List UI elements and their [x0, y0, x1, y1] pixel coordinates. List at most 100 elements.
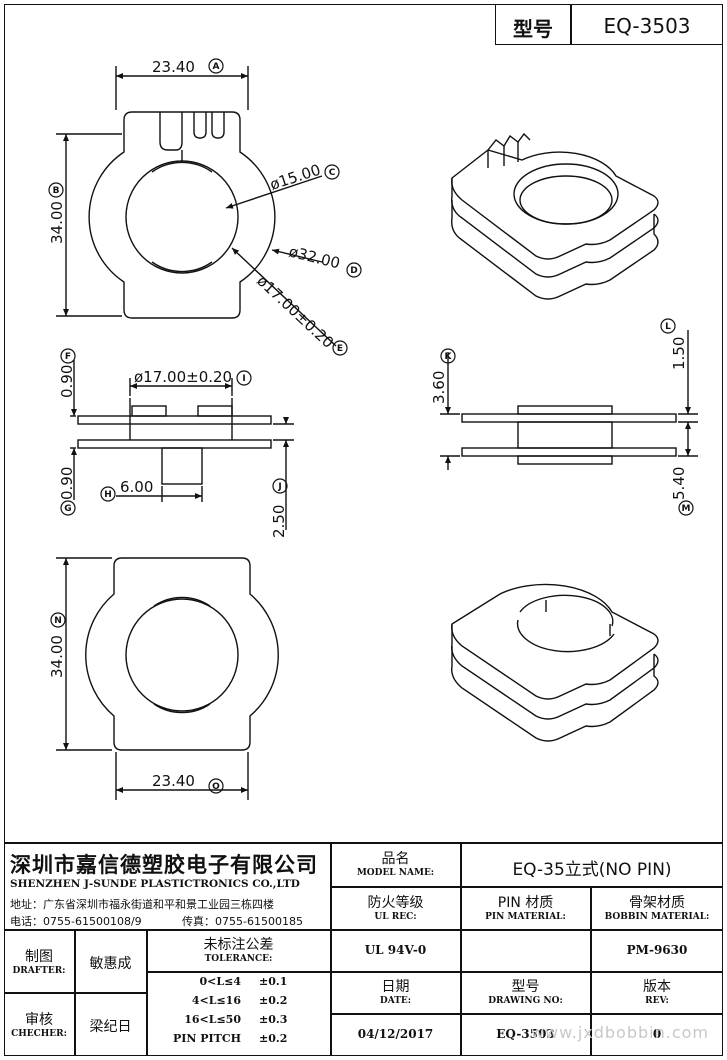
drafter-label-cell: 制图 DRAFTER:	[4, 930, 74, 992]
drafter-value-cell: 敏惠成	[75, 930, 146, 992]
tolerance-value: ±0.1	[259, 975, 288, 988]
hline-tolerance	[146, 971, 330, 973]
hline-1013	[330, 1013, 723, 1015]
marker-i: I	[242, 374, 245, 384]
pin-header: PIN 材质 PIN MATERIAL:	[461, 887, 590, 929]
dim-e-text: ø17.00±0.20	[253, 272, 337, 352]
model-name-en: MODEL NAME:	[356, 868, 435, 878]
date-en: DATE:	[379, 996, 412, 1006]
bobbin-value: PM-9630	[626, 943, 688, 957]
vline-146	[146, 929, 148, 1056]
tolerance-row: 4<L≤16 ±0.2	[147, 994, 330, 1012]
watermark-text: www.jxdbobbin.com	[530, 1023, 709, 1042]
drafter-cn: 制图	[25, 949, 53, 965]
header-model-value: EQ-3503	[603, 14, 691, 38]
model-name-value: EQ-35立式(NO PIN)	[512, 860, 672, 880]
model-name-header: 品名 MODEL NAME:	[331, 843, 460, 886]
pin-en: PIN MATERIAL:	[485, 912, 566, 922]
ul-en: UL REC:	[374, 912, 417, 922]
marker-o: O	[212, 782, 220, 792]
company-address: 地址：广东省深圳市福永街道和平和景工业园三栋四楼	[10, 898, 274, 911]
bobbin-en: BOBBIN MATERIAL:	[604, 912, 710, 922]
ul-value-cell: UL 94V-0	[331, 930, 460, 971]
hline-drafter-checker	[4, 992, 146, 994]
tolerance-cn: 未标注公差	[203, 937, 274, 953]
drafter-en: DRAFTER:	[12, 966, 66, 976]
drawing-header: 型号 DRAWING NO:	[461, 972, 590, 1013]
model-name-cn: 品名	[381, 851, 410, 867]
isometric-view-bottom	[451, 583, 659, 742]
drawing-cn: 型号	[511, 979, 540, 995]
dim-g-text: 0.90	[58, 467, 76, 500]
side-view-right	[461, 405, 677, 465]
dim-i-text: ø17.00±0.20	[134, 368, 232, 386]
dim-h-text: 6.00	[120, 478, 153, 496]
header-model-label: 型号	[513, 17, 553, 41]
tolerance-value: ±0.3	[259, 1013, 288, 1026]
marker-c: C	[329, 168, 336, 178]
rev-value: 0	[652, 1027, 662, 1041]
hline-971	[330, 971, 723, 973]
title-block-top-line	[4, 842, 723, 844]
page-frame	[4, 4, 723, 1056]
bobbin-cn: 骨架材质	[629, 895, 685, 911]
checker-value-cell: 梁纪日	[75, 993, 146, 1056]
tolerance-table: 0<L≤4 ±0.1 4<L≤16 ±0.2 16<L≤50 ±0.3 PIN …	[147, 973, 330, 1055]
checker-cn: 审核	[25, 1012, 53, 1028]
pin-value-cell	[461, 930, 590, 971]
isometric-view-top	[451, 132, 659, 300]
rev-header: 版本 REV:	[591, 972, 723, 1013]
date-value: 04/12/2017	[357, 1027, 434, 1041]
dim-b-text: 34.00	[48, 201, 66, 244]
rev-value-cell: 0	[591, 1014, 723, 1056]
marker-b: B	[53, 186, 60, 196]
company-phone: 电话：0755-61500108/9	[10, 915, 142, 928]
rev-en: REV:	[645, 996, 669, 1006]
marker-a: A	[213, 62, 220, 72]
drawing-value-cell: EQ-3503	[461, 1014, 590, 1056]
dim-f-text: 0.90	[58, 365, 76, 398]
tolerance-range: 0<L≤4	[199, 975, 241, 988]
tolerance-en: TOLERANCE:	[204, 954, 273, 964]
company-name-cn: 深圳市嘉信德塑胶电子有限公司	[10, 853, 318, 877]
marker-j: J	[277, 482, 281, 492]
tolerance-header: 未标注公差 TOLERANCE:	[147, 930, 330, 971]
hline-929	[4, 929, 723, 931]
marker-m: M	[682, 504, 691, 514]
technical-drawing: 23.40 34.00 ø15.00 ø32.00 ø17.00±0.20 0.…	[48, 58, 698, 800]
dim-d-text: ø32.00	[287, 242, 342, 272]
hline-886	[330, 886, 723, 888]
dim-n-text: 34.00	[48, 635, 66, 678]
dim-k-text: 3.60	[430, 371, 448, 404]
dim-a-text: 23.40	[152, 58, 195, 76]
marker-n: N	[54, 616, 62, 626]
tolerance-value: ±0.2	[259, 1032, 288, 1045]
side-view	[77, 398, 272, 485]
marker-l: L	[665, 322, 671, 332]
checker-value: 梁纪日	[89, 1019, 132, 1035]
checker-en: CHECHER:	[11, 1029, 67, 1039]
checker-label-cell: 审核 CHECHER:	[4, 993, 74, 1056]
bobbin-header: 骨架材质 BOBBIN MATERIAL:	[591, 887, 723, 929]
bobbin-value-cell: PM-9630	[591, 930, 723, 971]
marker-k: K	[445, 352, 453, 362]
dim-l-text: 1.50	[670, 337, 688, 370]
ul-cn: 防火等级	[367, 895, 424, 911]
header-divider	[570, 5, 572, 44]
drawing-value: EQ-3503	[496, 1027, 555, 1041]
bottom-view	[85, 557, 279, 751]
tolerance-range: PIN PITCH	[172, 1032, 241, 1045]
marker-f: F	[65, 352, 71, 362]
dim-m-text: 5.40	[670, 467, 688, 500]
pin-cn: PIN 材质	[497, 895, 554, 911]
drafter-value: 敏惠成	[89, 956, 132, 972]
marker-e: E	[337, 344, 343, 354]
divider-company-right	[330, 843, 332, 1056]
tolerance-row: PIN PITCH ±0.2	[147, 1032, 330, 1050]
date-header: 日期 DATE:	[331, 972, 460, 1013]
divider-col-2	[460, 843, 462, 1056]
model-name-value-cell: EQ-35立式(NO PIN)	[461, 843, 723, 886]
dim-c-text: ø15.00	[268, 161, 323, 194]
company-block: 深圳市嘉信德塑胶电子有限公司 SHENZHEN J-SUNDE PLASTICT…	[4, 843, 330, 929]
tolerance-row: 0<L≤4 ±0.1	[147, 975, 330, 993]
